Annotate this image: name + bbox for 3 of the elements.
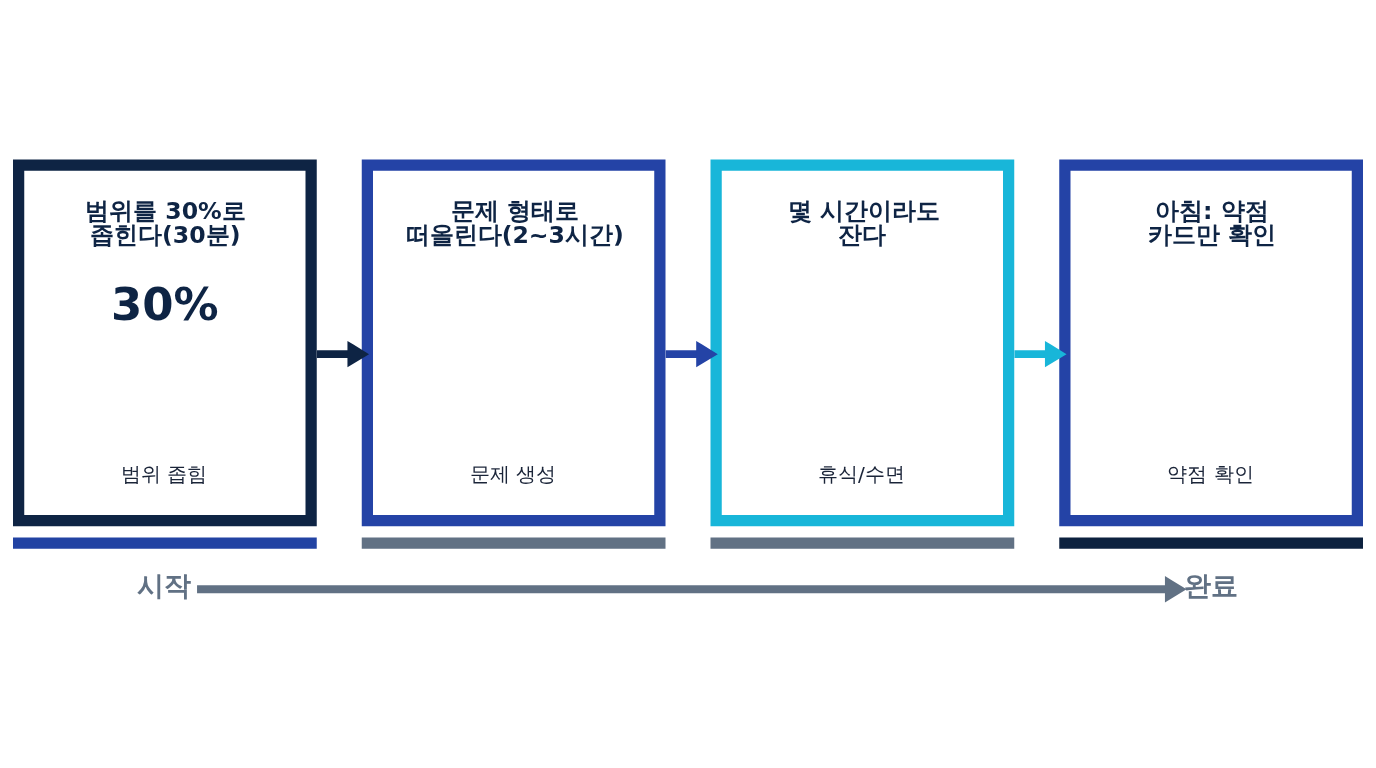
node-text: 완료 [1183,569,1238,601]
node-text: 시작 [137,569,192,601]
arrow [316,340,370,367]
